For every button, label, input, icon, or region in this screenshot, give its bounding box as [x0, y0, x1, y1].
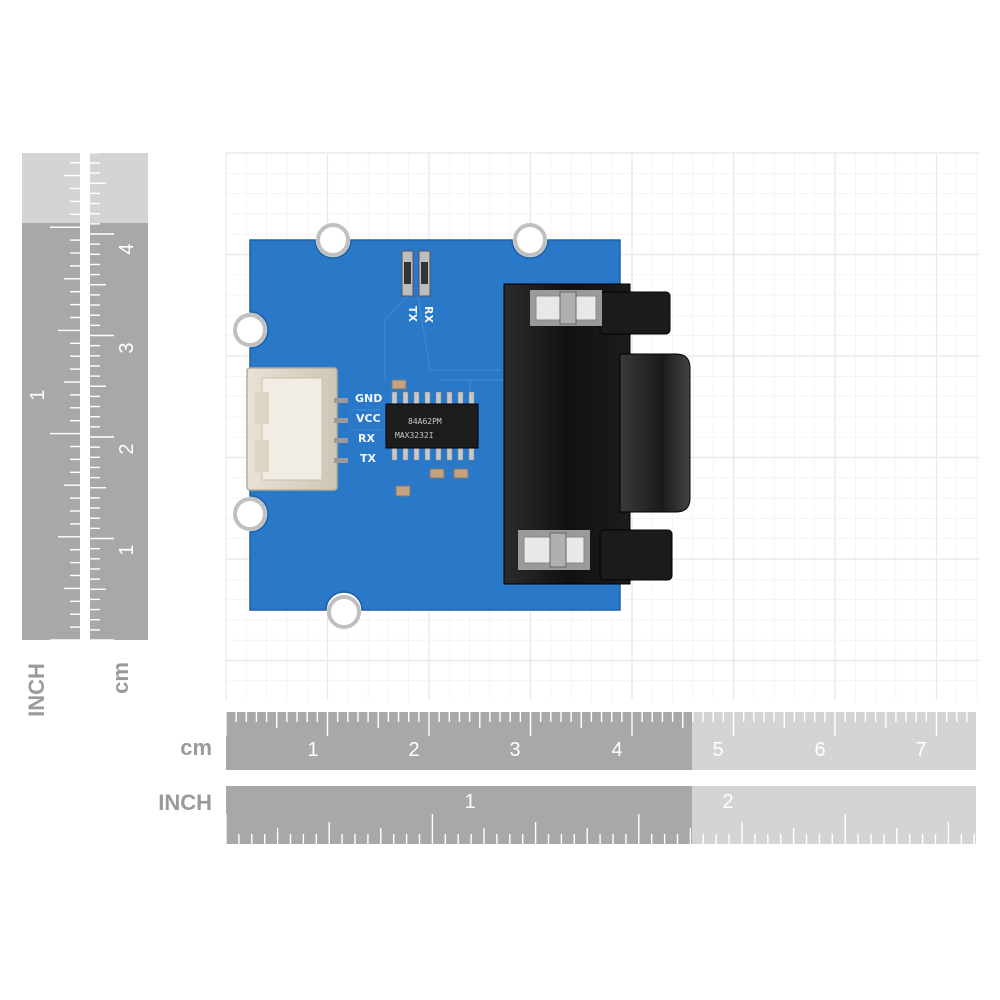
bottom-cm-number-1: 1 [307, 739, 318, 761]
bottom-cm-number-4: 4 [611, 739, 622, 761]
pcb-traces [350, 295, 505, 431]
tx-led-label: TX [406, 306, 419, 323]
mount-hole [513, 223, 547, 257]
db9-connector [503, 283, 691, 585]
left-inch-number-1: 1 [27, 389, 49, 400]
bottom-cm-number-7: 7 [915, 739, 926, 761]
bottom-cm-number-3: 3 [509, 739, 520, 761]
mount-hole [316, 223, 350, 257]
left-cm-ruler: 1 2 3 4 cm [90, 152, 148, 694]
bottom-cm-number-5: 5 [712, 739, 723, 761]
bottom-inch-number-2: 2 [722, 791, 733, 813]
mount-hole [233, 497, 267, 531]
pin-label-vcc: VCC [356, 412, 381, 425]
screw-post [518, 530, 590, 570]
bottom-cm-ruler: 1 2 3 4 5 6 7 cm [180, 712, 978, 770]
mount-hole [327, 595, 361, 629]
left-inch-unit: INCH [24, 663, 49, 717]
left-cm-number-2: 2 [116, 443, 138, 454]
left-cm-number-1: 1 [116, 544, 138, 555]
ic-marking-1: 84A62PM [408, 417, 442, 426]
capacitors [391, 379, 469, 497]
grove-connector [246, 367, 348, 491]
bottom-cm-unit: cm [180, 735, 212, 760]
pin-label-tx: TX [360, 452, 377, 465]
left-cm-number-4: 4 [116, 243, 138, 254]
left-cm-unit: cm [108, 662, 133, 694]
bottom-cm-number-6: 6 [814, 739, 825, 761]
bottom-cm-number-2: 2 [408, 739, 419, 761]
mount-hole [233, 313, 267, 347]
pin-label-rx: RX [358, 432, 375, 445]
bottom-inch-number-1: 1 [464, 791, 475, 813]
ic-marking-2: MAX3232I [395, 431, 434, 440]
bottom-inch-ruler: 1 2 INCH [158, 786, 1000, 844]
bottom-inch-unit: INCH [158, 790, 212, 815]
left-inch-ruler: 1 INCH [22, 153, 80, 717]
screw-post [530, 290, 602, 326]
max3232-chip: 84A62PM MAX3232I [385, 391, 479, 461]
pin-label-gnd: GND [355, 392, 382, 405]
rx-led-label: RX [422, 306, 435, 323]
left-cm-number-3: 3 [116, 342, 138, 353]
serial-module-board: RX TX GND VCC RX TX 84A62PM MAX3232I [233, 223, 691, 629]
